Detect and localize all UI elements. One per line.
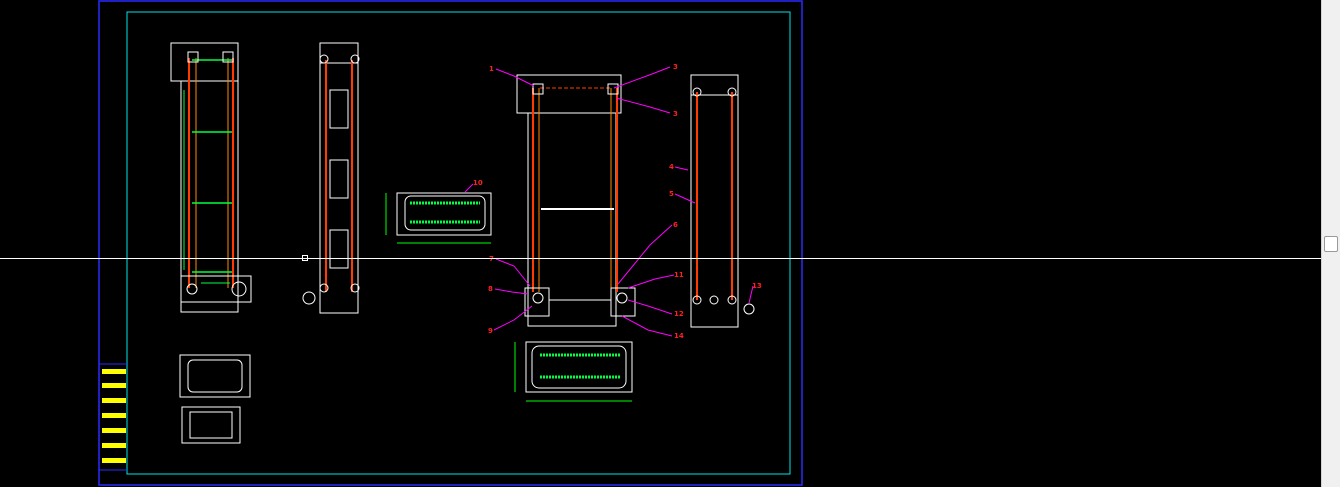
callout-label: 1 xyxy=(489,65,494,73)
vertical-scrollbar[interactable] xyxy=(1321,0,1340,487)
callout-label: 11 xyxy=(674,271,684,279)
callout-label: 13 xyxy=(752,282,762,290)
callout-label: 12 xyxy=(674,310,684,318)
title-block-cells xyxy=(99,363,127,471)
callout-label: 9 xyxy=(488,327,493,335)
view-front-elevation xyxy=(170,42,252,313)
view-main-assembly xyxy=(516,74,636,327)
cursor-crosshair-horizontal xyxy=(0,258,1321,259)
cursor-pickbox-icon xyxy=(302,255,308,261)
scrollbar-thumb-icon[interactable] xyxy=(1324,236,1338,252)
callout-label: 6 xyxy=(673,221,678,229)
callout-label: 3 xyxy=(673,110,678,118)
callout-leaders xyxy=(464,66,754,337)
view-side-elevation xyxy=(302,42,360,314)
callout-labels: 1 3 3 4 5 6 7 8 9 10 11 12 14 13 xyxy=(473,63,762,340)
view-lower-plan xyxy=(514,341,633,402)
callout-label: 14 xyxy=(674,332,684,340)
drawing-frame xyxy=(126,11,791,475)
view-small-details xyxy=(179,354,251,444)
sheet-border xyxy=(98,0,803,486)
callout-label: 4 xyxy=(669,163,674,171)
callout-label: 8 xyxy=(488,285,493,293)
view-plan-detail xyxy=(385,192,492,244)
callout-label: 10 xyxy=(473,179,483,187)
view-right-elevation xyxy=(690,74,755,328)
callout-label: 5 xyxy=(669,190,674,198)
callout-label: 3 xyxy=(673,63,678,71)
callout-label: 7 xyxy=(489,255,494,263)
